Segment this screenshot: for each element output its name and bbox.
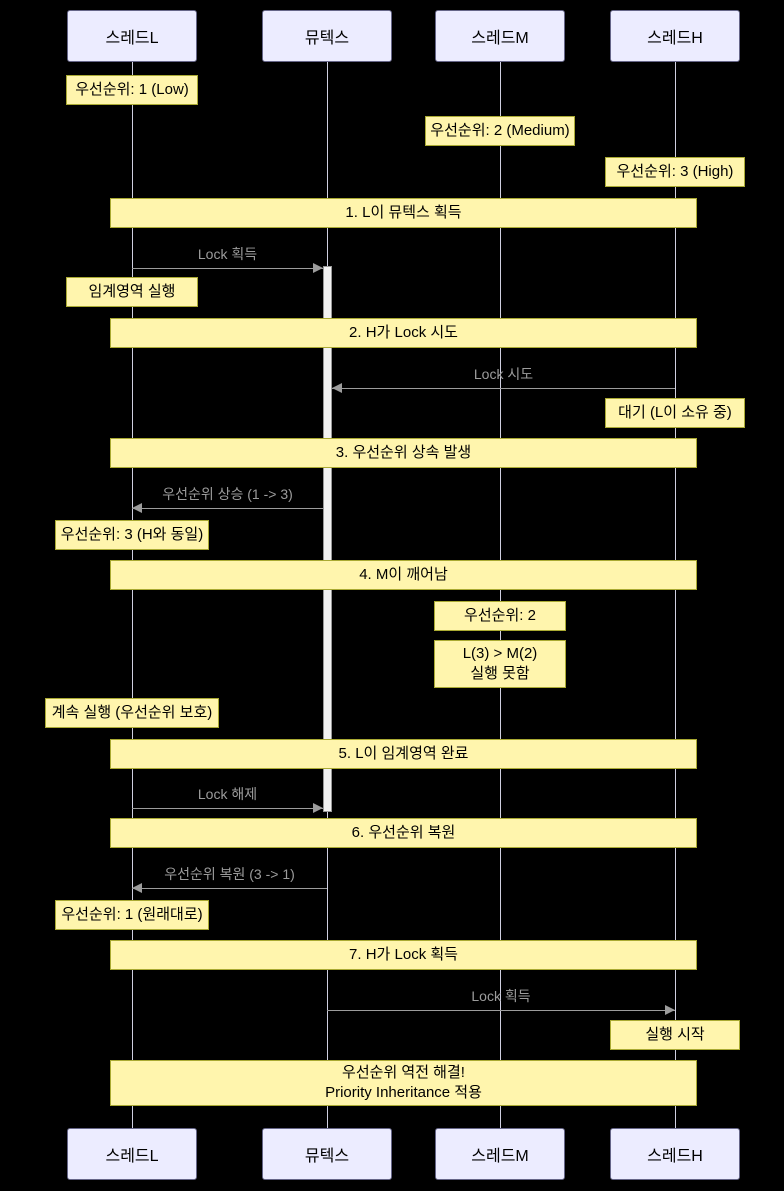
conclusion-band: 우선순위 역전 해결! Priority Inheritance 적용 [110,1060,697,1106]
step-text: 1. L이 뮤텍스 획득 [345,203,462,221]
actor-label: 스레드L [105,1148,159,1165]
note-priority-2: 우선순위: 2 [434,601,566,631]
actor-label: 스레드M [471,30,529,47]
message-line-lock-try [332,388,675,389]
message-line-lock-release [132,808,323,809]
step-text: 3. 우선순위 상속 발생 [335,443,472,461]
step-band-7: 7. H가 Lock 획득 [110,940,697,970]
actor-label: 스레드H [647,30,703,47]
step-band-5: 5. L이 임계영역 완료 [110,739,697,769]
arrowhead-left-icon [332,383,342,393]
actor-label: 뮤텍스 [304,30,350,47]
note-text-line2: 실행 못함 [470,665,530,682]
note-text: 우선순위: 3 (H와 동일) [60,525,204,543]
message-label-priority-restore: 우선순위 복원 (3 -> 1) [164,866,295,882]
lifeline-thread-h [675,62,676,1128]
arrowhead-left-icon [132,503,142,513]
note-priority-low: 우선순위: 1 (Low) [66,75,198,105]
note-priority-3-same-as-h: 우선순위: 3 (H와 동일) [55,520,209,550]
message-label-lock-acquire-2: Lock 획득 [471,988,531,1004]
note-continue-protected: 계속 실행 (우선순위 보호) [45,698,219,728]
actor-bottom-mutex: 뮤텍스 [262,1128,392,1180]
step-band-4: 4. M이 깨어남 [110,560,697,590]
note-m-blocked: L(3) > M(2) 실행 못함 [434,640,566,688]
actor-label: 스레드L [105,30,159,47]
step-band-3: 3. 우선순위 상속 발생 [110,438,697,468]
note-text: 대기 (L이 소유 중) [618,403,732,421]
actor-top-thread-l: 스레드L [67,10,197,62]
note-text: 우선순위: 2 [464,606,536,624]
message-label-lock-acquire-1: Lock 획득 [197,246,258,262]
conclusion-line2: Priority Inheritance 적용 [325,1084,482,1101]
message-label-lock-release: Lock 해제 [197,786,258,802]
actor-bottom-thread-m: 스레드M [435,1128,565,1180]
message-line-lock-acquire-2 [327,1010,675,1011]
note-exec-start: 실행 시작 [610,1020,740,1050]
note-text: 우선순위: 2 (Medium) [430,121,570,139]
lifeline-thread-m [500,62,501,1128]
note-priority-1-restored: 우선순위: 1 (원래대로) [55,900,209,930]
message-line-priority-restore [132,888,327,889]
note-priority-high: 우선순위: 3 (High) [605,157,745,187]
note-critical-section-exec: 임계영역 실행 [66,277,198,307]
note-text: 실행 시작 [645,1025,705,1043]
step-text: 7. H가 Lock 획득 [349,945,458,963]
arrowhead-right-icon [313,263,323,273]
note-text: 우선순위: 1 (Low) [75,80,189,98]
note-priority-medium: 우선순위: 2 (Medium) [425,116,575,146]
step-text: 4. M이 깨어남 [359,565,448,583]
actor-label: 스레드M [471,1148,529,1165]
step-band-2: 2. H가 Lock 시도 [110,318,697,348]
note-text-line1: L(3) > M(2) [462,644,538,662]
message-line-lock-acquire-1 [132,268,323,269]
actor-top-thread-h: 스레드H [610,10,740,62]
actor-top-thread-m: 스레드M [435,10,565,62]
step-text: 6. 우선순위 복원 [351,823,456,841]
note-text: 계속 실행 (우선순위 보호) [51,703,213,721]
message-label-lock-try: Lock 시도 [473,366,534,382]
actor-label: 뮤텍스 [304,1148,350,1165]
message-label-priority-boost: 우선순위 상승 (1 -> 3) [162,486,293,502]
actor-bottom-thread-l: 스레드L [67,1128,197,1180]
arrowhead-left-icon [132,883,142,893]
actor-top-mutex: 뮤텍스 [262,10,392,62]
step-text: 2. H가 Lock 시도 [349,323,458,341]
note-text: 임계영역 실행 [88,282,176,300]
step-text: 5. L이 임계영역 완료 [338,744,469,762]
step-band-6: 6. 우선순위 복원 [110,818,697,848]
step-band-1: 1. L이 뮤텍스 획득 [110,198,697,228]
note-text: 우선순위: 3 (High) [616,162,734,180]
conclusion-line1: 우선순위 역전 해결! [342,1063,465,1081]
note-waiting: 대기 (L이 소유 중) [605,398,745,428]
actor-bottom-thread-h: 스레드H [610,1128,740,1180]
actor-label: 스레드H [647,1148,703,1165]
note-text: 우선순위: 1 (원래대로) [61,905,203,923]
arrowhead-right-icon [313,803,323,813]
mutex-activation-bar [323,266,332,812]
lifeline-thread-l [132,62,133,1128]
message-line-priority-boost [132,508,323,509]
arrowhead-right-icon [665,1005,675,1015]
